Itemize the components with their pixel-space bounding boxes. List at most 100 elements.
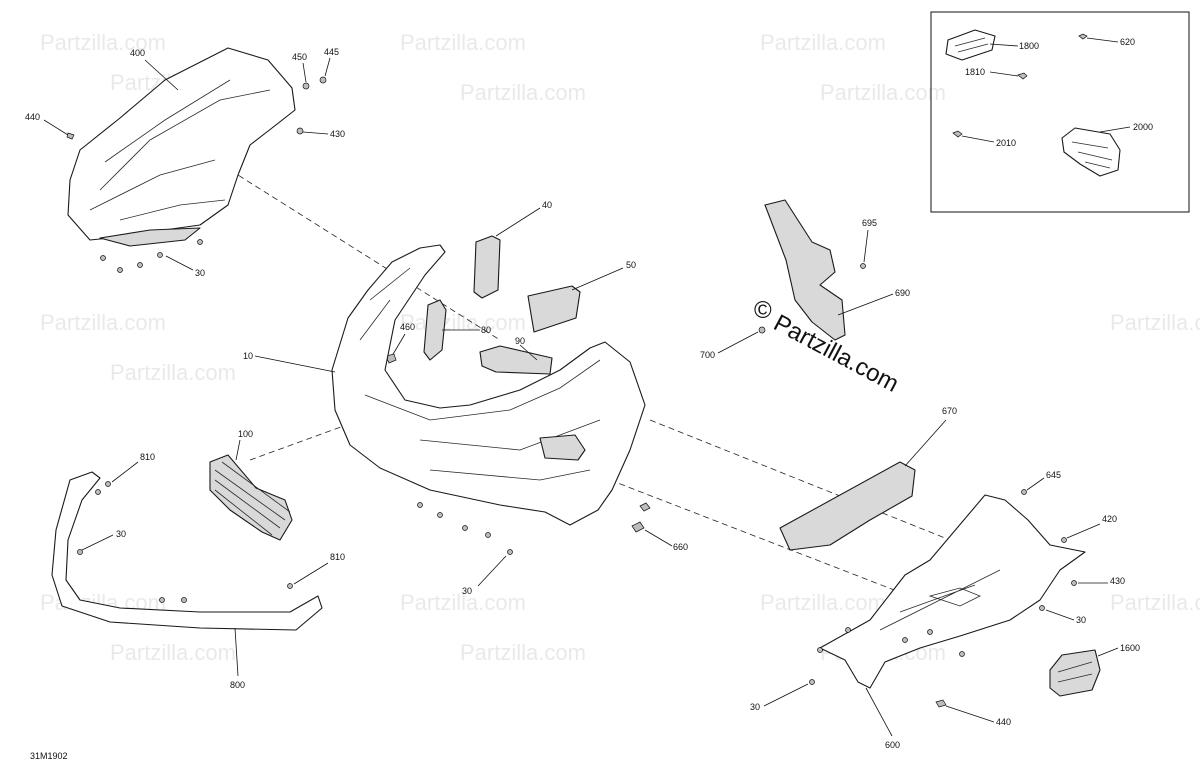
watermark-text: Partzilla.com bbox=[760, 30, 886, 55]
part-2000-detail bbox=[1071, 141, 1113, 169]
screw-1810-icon bbox=[1017, 72, 1028, 80]
clip-660-icon bbox=[631, 521, 645, 533]
screw-420-icon bbox=[1061, 537, 1067, 543]
leader-810a bbox=[111, 461, 139, 483]
fastener-icon bbox=[181, 597, 187, 603]
panel-400-body bbox=[67, 47, 296, 241]
inset-label-2010: 2010 bbox=[996, 138, 1016, 148]
leader-40 bbox=[495, 207, 541, 237]
callout-660: 660 bbox=[673, 542, 688, 552]
callout-30e: 30 bbox=[750, 702, 760, 712]
inset-label-1800: 1800 bbox=[1019, 41, 1039, 51]
pad-80-shape bbox=[423, 299, 447, 361]
assembly-lines bbox=[229, 169, 1001, 601]
clip-700-icon bbox=[758, 326, 766, 334]
leader-810b bbox=[293, 562, 329, 585]
fastener-icon bbox=[77, 549, 83, 555]
callout-50: 50 bbox=[626, 260, 636, 270]
bar-800-shape bbox=[51, 471, 323, 631]
callout-670: 670 bbox=[942, 406, 957, 416]
screw-440-icon bbox=[935, 699, 947, 708]
fastener-icon bbox=[157, 252, 163, 258]
panel-690-shape bbox=[764, 199, 846, 341]
leader-620 bbox=[1086, 37, 1119, 43]
part-100-grille bbox=[209, 454, 293, 541]
leader-10 bbox=[254, 355, 336, 373]
grille-100-mesh bbox=[214, 461, 291, 536]
callout-1600: 1600 bbox=[1120, 643, 1140, 653]
pad-50-shape bbox=[527, 285, 581, 333]
fastener-icon bbox=[902, 637, 908, 643]
skid-600-body bbox=[819, 494, 1086, 689]
fastener-icon bbox=[417, 502, 423, 508]
assembly-line bbox=[609, 479, 921, 601]
callout-810a: 810 bbox=[140, 452, 155, 462]
watermark-text: Partzilla.com bbox=[110, 640, 236, 665]
drawing-code: 31M1902 bbox=[30, 751, 68, 761]
leader-400 bbox=[144, 59, 179, 91]
watermark-text: Partzilla.com bbox=[40, 310, 166, 335]
leader-1600 bbox=[1097, 647, 1119, 657]
callout-400: 400 bbox=[130, 48, 145, 58]
part-1600-light bbox=[1049, 649, 1101, 697]
leader-30c bbox=[477, 555, 507, 587]
leader-420 bbox=[1066, 523, 1101, 539]
part-690-side-panel bbox=[764, 199, 846, 341]
nut-430-icon bbox=[1071, 580, 1077, 586]
skid-600-detail bbox=[879, 569, 1001, 631]
callout-460: 460 bbox=[400, 322, 415, 332]
callout-645: 645 bbox=[1046, 470, 1061, 480]
fastener-icon bbox=[117, 267, 123, 273]
watermark-text: Partzilla.com bbox=[760, 590, 886, 615]
nut-430-icon bbox=[296, 127, 304, 135]
part-1800-detail bbox=[954, 37, 989, 53]
fastener-icon bbox=[462, 525, 468, 531]
fastener-icon bbox=[437, 512, 443, 518]
leader-100 bbox=[235, 439, 241, 461]
watermark-text: Partzilla.com bbox=[460, 80, 586, 105]
fastener-icon bbox=[159, 597, 165, 603]
pad-90-shape bbox=[479, 345, 553, 375]
leader-30b bbox=[81, 534, 114, 551]
callout-700: 700 bbox=[700, 350, 715, 360]
copyright-icon: © bbox=[754, 297, 772, 324]
screw-645-icon bbox=[1021, 489, 1027, 495]
bumper-10-detail bbox=[359, 267, 601, 481]
leader-695 bbox=[863, 229, 869, 263]
watermark-text: Partzilla.com bbox=[40, 30, 166, 55]
panel-400-edge bbox=[99, 227, 201, 247]
assembly-line bbox=[229, 169, 501, 341]
clip-660-icon bbox=[639, 502, 651, 512]
inset-panel: 1800 620 1810 2010 2000 bbox=[930, 11, 1190, 213]
pads-group bbox=[423, 235, 581, 375]
watermark-text: Partzilla.com bbox=[1110, 310, 1200, 335]
callout-100: 100 bbox=[238, 429, 253, 439]
fastener-icon bbox=[507, 549, 513, 555]
leader-1800 bbox=[989, 43, 1019, 47]
fastener-group bbox=[100, 239, 203, 273]
callout-440: 440 bbox=[25, 112, 40, 122]
nut-450-icon bbox=[302, 82, 310, 90]
fastener-icon bbox=[845, 627, 851, 633]
screw-2010-icon bbox=[952, 130, 963, 138]
fastener-group bbox=[817, 627, 965, 657]
part-10-front-body bbox=[331, 244, 646, 526]
screw-695-icon bbox=[860, 263, 866, 269]
watermark-text: Partzilla.com bbox=[1110, 590, 1200, 615]
callout-30b: 30 bbox=[116, 529, 126, 539]
part-600-lower-skid bbox=[819, 494, 1086, 689]
leader-440 bbox=[43, 119, 69, 136]
leader-445 bbox=[324, 57, 331, 77]
inset-border bbox=[930, 11, 1190, 213]
callout-30d: 30 bbox=[1076, 615, 1086, 625]
light-1600-detail bbox=[1057, 661, 1093, 683]
fastener-icon bbox=[927, 629, 933, 635]
watermark-text: Partzilla.com bbox=[820, 80, 946, 105]
screw-810-icon bbox=[105, 481, 111, 487]
callout-90: 90 bbox=[515, 336, 525, 346]
leader-90 bbox=[519, 344, 538, 361]
grille-100-shape bbox=[209, 454, 293, 541]
strip-670-shape bbox=[779, 461, 916, 551]
leader-645 bbox=[1026, 477, 1045, 491]
